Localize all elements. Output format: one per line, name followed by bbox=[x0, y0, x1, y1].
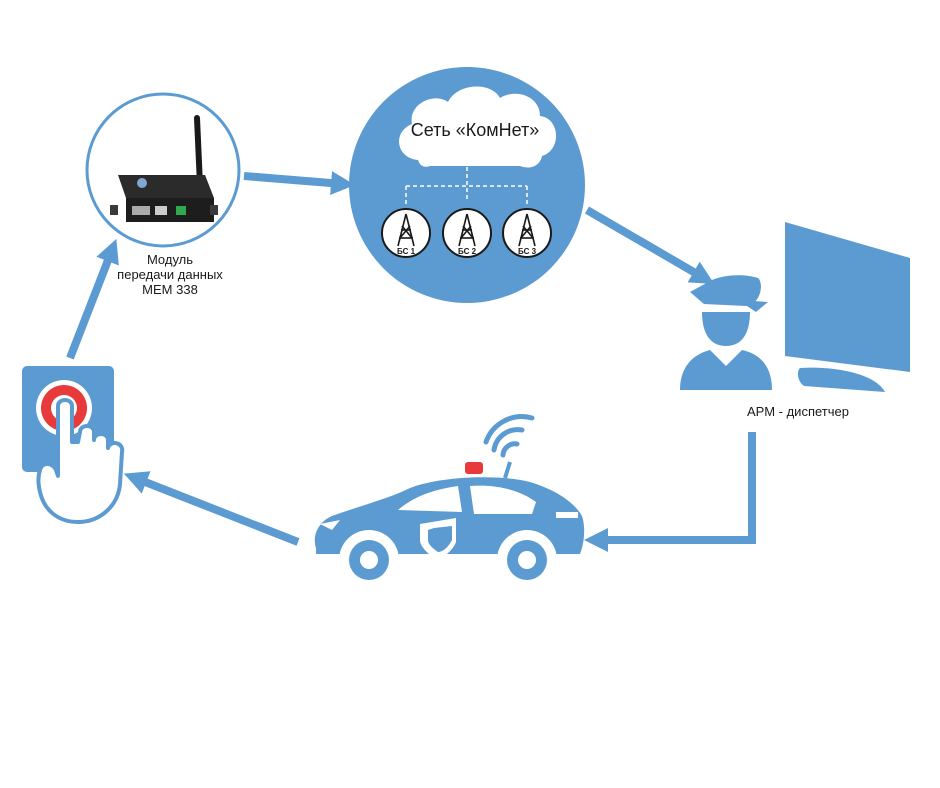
modem-label-line-2: передачи данных bbox=[117, 267, 223, 282]
police-car-icon bbox=[314, 414, 585, 590]
arrow-button-to-modem bbox=[66, 238, 119, 360]
base-station-2 bbox=[442, 208, 492, 258]
base-station-1 bbox=[381, 208, 431, 258]
network-node bbox=[349, 67, 585, 303]
modem-label: Модуль передачи данных МЕМ 338 bbox=[95, 252, 245, 297]
police-car-node bbox=[314, 414, 585, 590]
flow-arrows bbox=[66, 171, 756, 552]
cloud-icon bbox=[399, 86, 557, 168]
base-station-3-label: БС 3 bbox=[517, 247, 537, 256]
base-station-3 bbox=[502, 208, 552, 258]
dispatcher-icon bbox=[680, 275, 772, 390]
signal-waves-icon bbox=[483, 414, 535, 458]
modem-label-line-3: МЕМ 338 bbox=[142, 282, 198, 297]
network-links bbox=[405, 167, 528, 206]
arrow-network-to-dispatcher bbox=[584, 206, 715, 285]
network-title: Сеть «КомНет» bbox=[410, 120, 540, 140]
radio-tower-icon bbox=[397, 213, 415, 247]
panic-button-node bbox=[22, 366, 125, 524]
modem-device-icon bbox=[110, 115, 218, 222]
modem-node bbox=[85, 92, 241, 248]
dispatcher-node bbox=[680, 222, 910, 392]
base-station-1-label: БС 1 bbox=[396, 247, 416, 256]
radio-tower-icon bbox=[518, 213, 536, 247]
hand-icon bbox=[36, 398, 125, 524]
arrow-car-to-button bbox=[123, 471, 300, 546]
arrow-modem-to-network bbox=[243, 171, 355, 195]
modem-label-line-1: Модуль bbox=[146, 252, 194, 267]
base-station-2-label: БС 2 bbox=[457, 247, 477, 256]
monitor-icon bbox=[785, 222, 910, 392]
arrow-dispatcher-to-car bbox=[584, 432, 756, 552]
radio-tower-icon bbox=[458, 213, 476, 247]
dispatcher-label: АРМ - диспетчер bbox=[747, 404, 849, 419]
